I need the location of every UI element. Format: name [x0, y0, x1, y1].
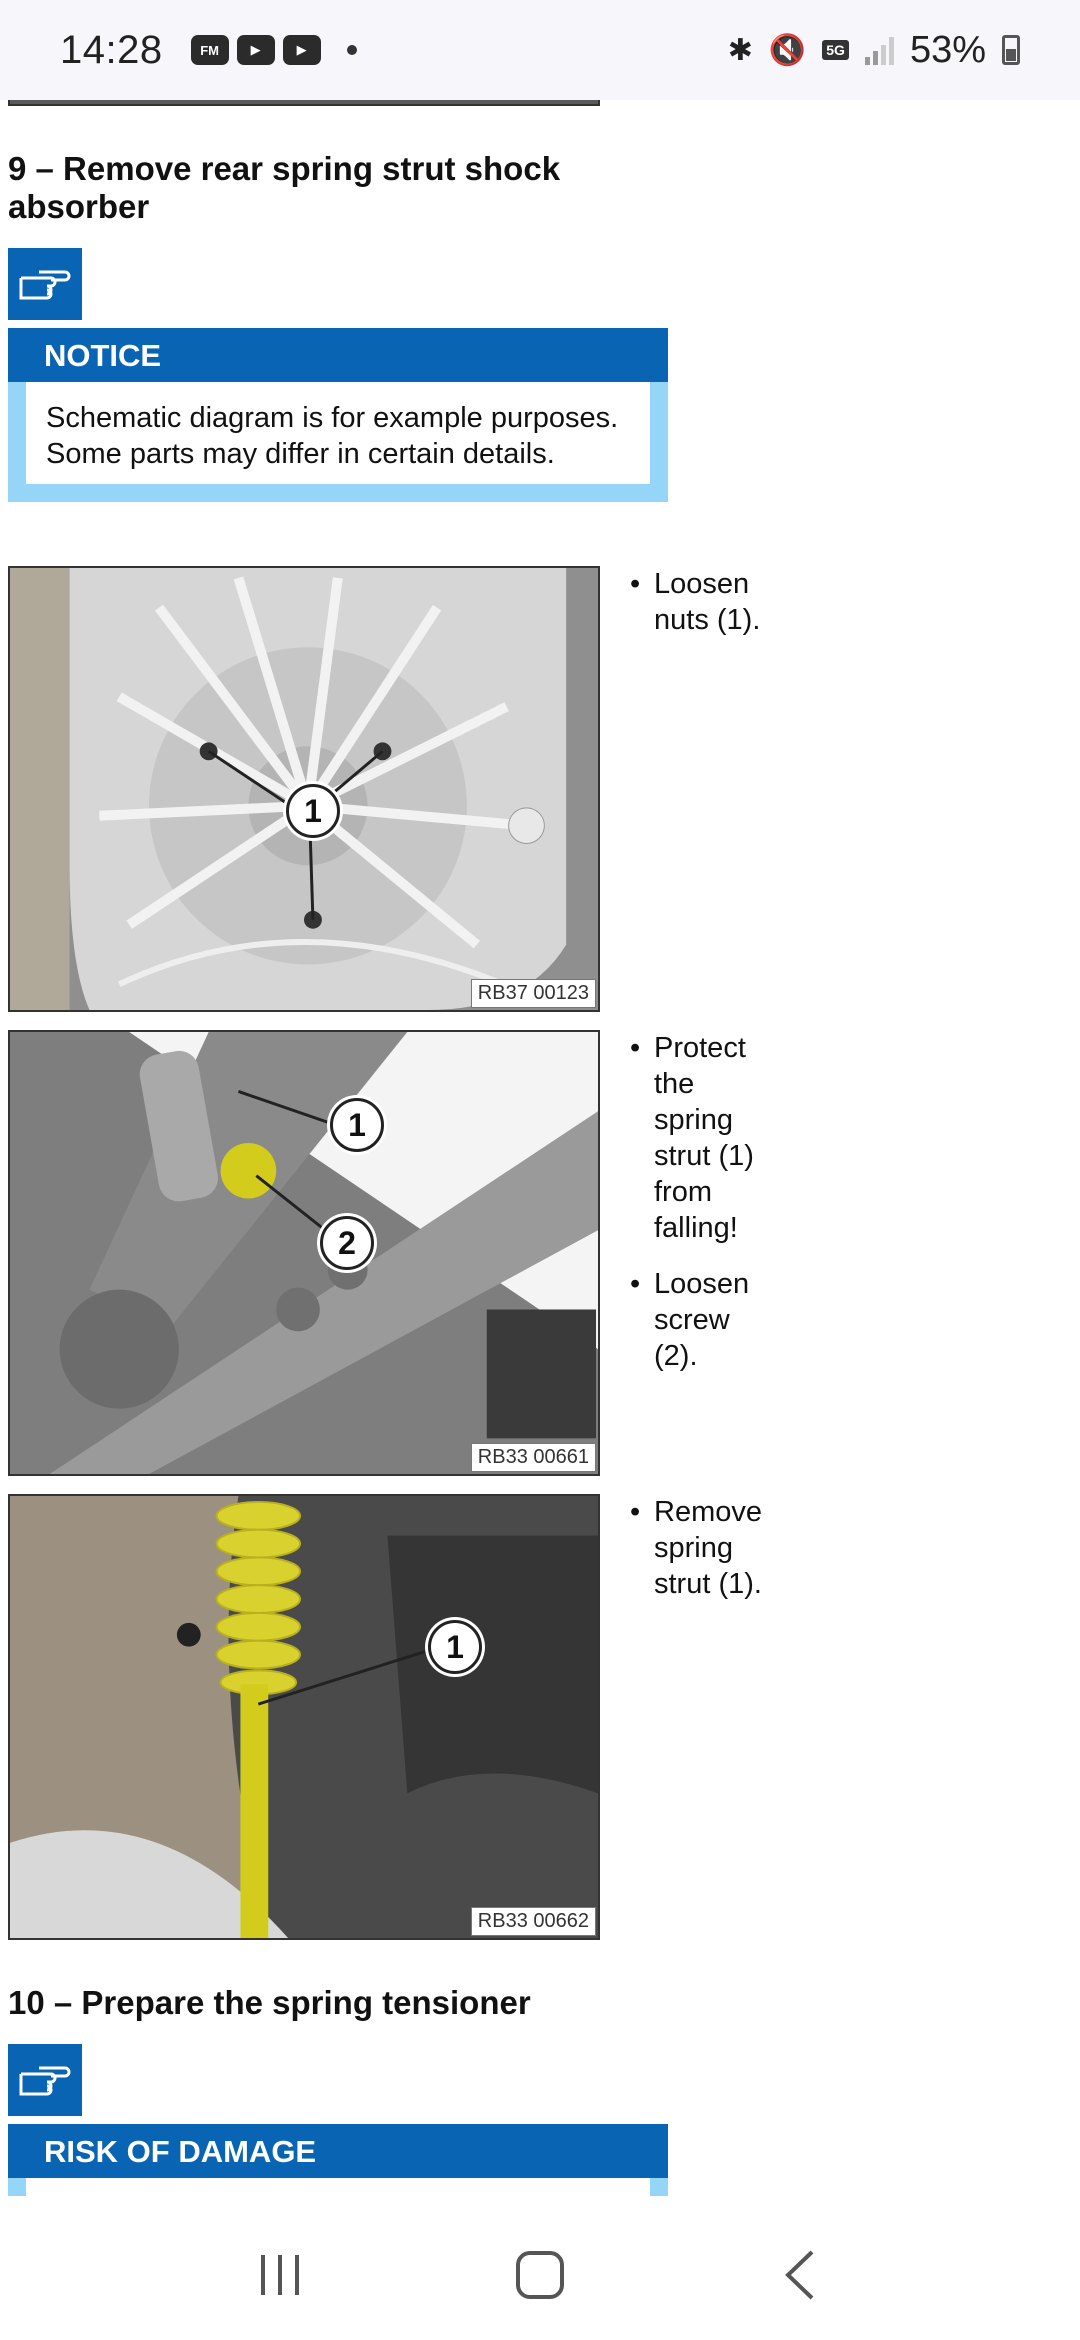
figure-remove-strut[interactable]: 1 RB33 00662	[8, 1494, 600, 1940]
youtube-icon: ▶	[282, 35, 321, 65]
step-item: Protect the spring strut (1) from fallin…	[630, 1030, 780, 1246]
risk-box-edge	[8, 2178, 668, 2196]
notice-box: Schematic diagram is for example purpose…	[8, 382, 668, 502]
youtube-icon: ▶	[236, 35, 275, 65]
callout-1: 1	[286, 784, 340, 838]
steps-list-3: Remove spring strut (1).	[630, 1494, 780, 1622]
battery-level: 53%	[909, 28, 986, 71]
section-heading: 9 – Remove rear spring strut shock absor…	[8, 150, 561, 225]
battery-icon	[1002, 35, 1020, 65]
navigation-bar	[0, 2210, 1080, 2340]
step-item: Loosen screw (2).	[630, 1266, 780, 1374]
notice-title: NOTICE	[8, 328, 668, 382]
signal-icon	[864, 35, 894, 65]
home-button[interactable]	[500, 2235, 580, 2315]
callout-2: 2	[320, 1216, 374, 1270]
risk-title: RISK OF DAMAGE	[8, 2124, 668, 2178]
fm-radio-icon: FM	[190, 35, 229, 65]
mute-icon: 🔇	[768, 33, 807, 67]
callout-1: 1	[428, 1620, 482, 1674]
remove-strut-illustration	[10, 1496, 598, 1938]
bluetooth-icon: ✱	[727, 33, 753, 67]
figure-code: RB33 00661	[470, 1443, 596, 1472]
status-right: ✱ 🔇 5G 53%	[728, 29, 1020, 72]
step-item: Loosen nuts (1).	[630, 566, 780, 638]
spring-strut-illustration	[10, 1032, 598, 1474]
figure-code: RB37 00123	[470, 979, 596, 1008]
recent-apps-button[interactable]	[240, 2235, 320, 2315]
steps-list-2: Protect the spring strut (1) from fallin…	[630, 1030, 780, 1394]
network-type: 5G	[822, 40, 849, 60]
notice-text: Schematic diagram is for example purpose…	[26, 382, 650, 484]
status-bar: 14:28 FM ▶ ▶ ✱ 🔇 5G 53%	[0, 0, 1080, 100]
hand-pointer-icon	[8, 2044, 82, 2116]
notification-icons: FM ▶ ▶	[190, 35, 357, 65]
more-notifications-icon	[346, 45, 357, 55]
section-heading: 10 – Prepare the spring tensioner	[8, 1984, 531, 2021]
figure-strut-mount[interactable]: 1 RB37 00123	[8, 566, 600, 1012]
callout-1: 1	[330, 1098, 384, 1152]
step-item: Remove spring strut (1).	[630, 1494, 780, 1602]
figure-spring-strut-screw[interactable]: 1 2 RB33 00661	[8, 1030, 600, 1476]
status-time: 14:28	[60, 27, 163, 72]
figure-code: RB33 00662	[470, 1907, 596, 1936]
steps-list-1: Loosen nuts (1).	[630, 566, 780, 658]
back-button[interactable]	[760, 2235, 840, 2315]
hand-pointer-icon	[8, 248, 82, 320]
